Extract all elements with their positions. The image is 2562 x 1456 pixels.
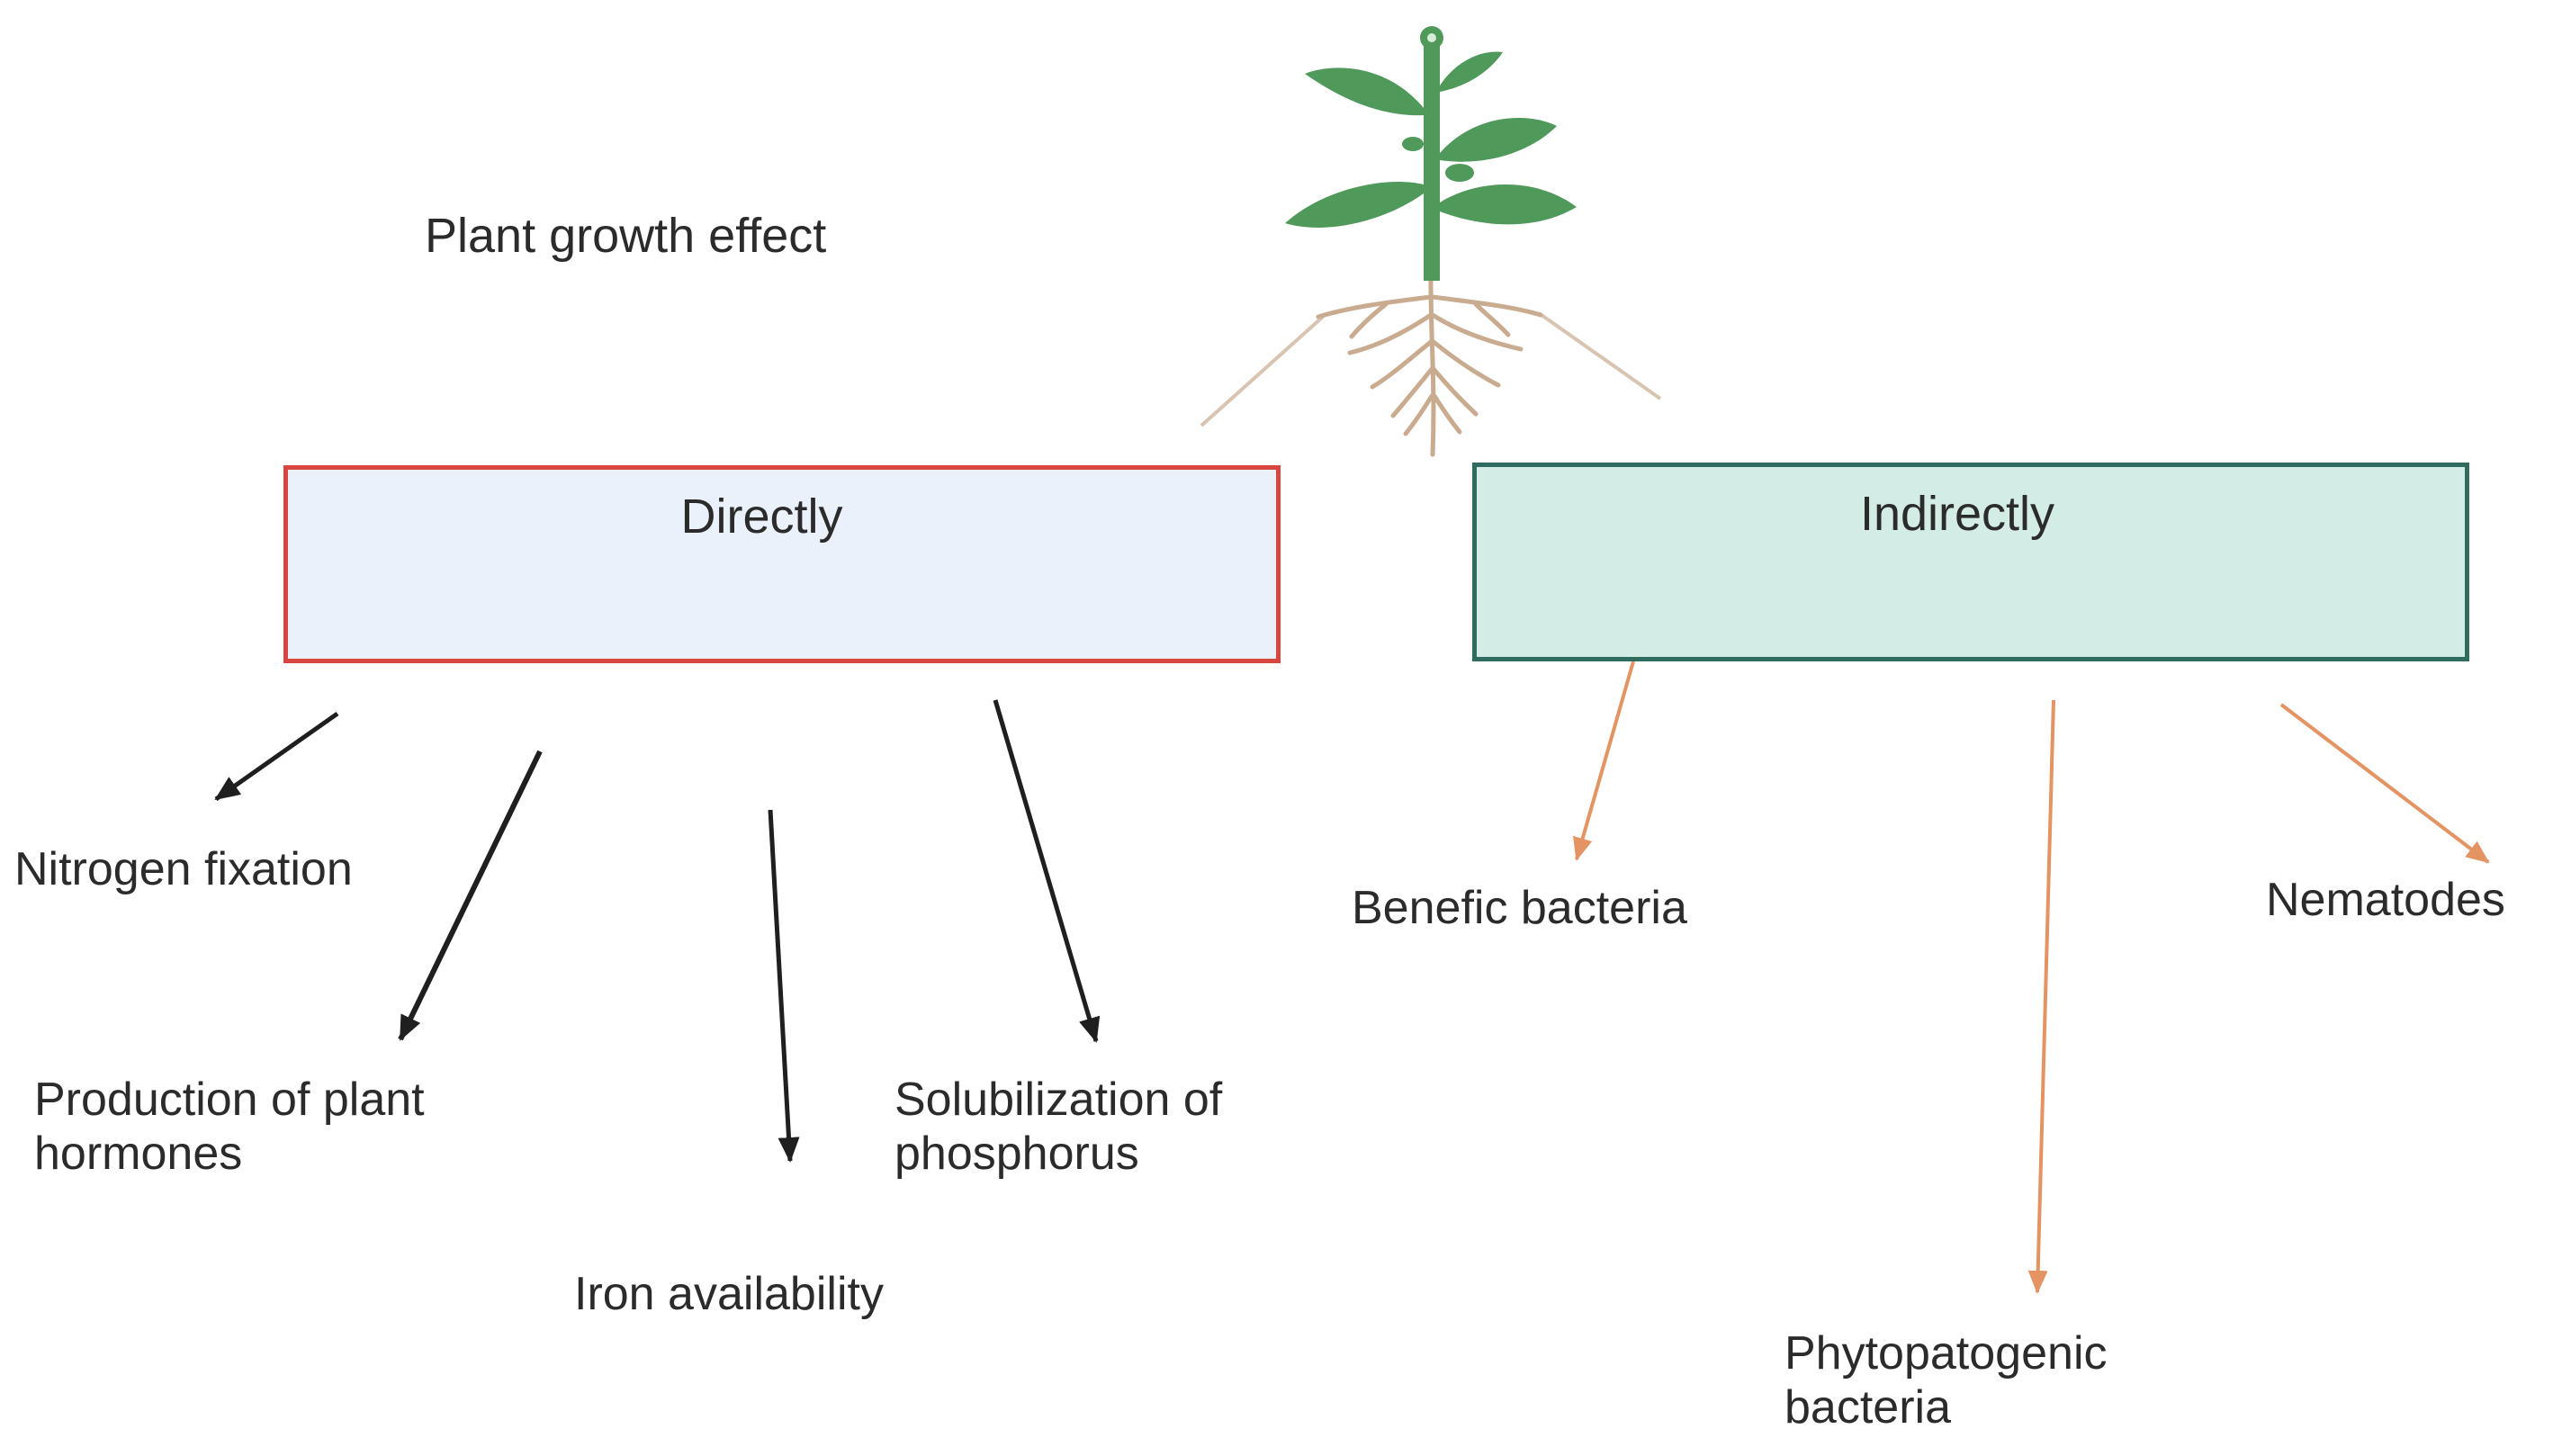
item-phytopatogenic-bacteria: Phytopatogenic bacteria — [1784, 1326, 2108, 1434]
arrow-benefic-bacteria — [1573, 661, 1635, 861]
item-plant-hormones: Production of plant hormones — [34, 1073, 425, 1181]
item-line: Benefic bacteria — [1352, 882, 1687, 934]
plant-icon — [1200, 26, 1662, 457]
item-line: Solubilization of — [894, 1074, 1223, 1126]
item-nitrogen-fixation: Nitrogen fixation — [14, 842, 353, 896]
item-line: bacteria — [1784, 1381, 1951, 1434]
arrow-phosphorus — [993, 699, 1101, 1043]
item-line: Production of plant — [34, 1074, 425, 1126]
directly-label: Directly — [680, 490, 843, 544]
item-line: Iron availability — [574, 1268, 884, 1320]
indirectly-label: Indirectly — [1859, 487, 2055, 541]
direct-arrows — [214, 699, 1101, 1163]
indirectly-box: Indirectly — [1472, 463, 2469, 661]
arrow-iron-availability — [768, 809, 800, 1163]
item-nematodes: Nematodes — [2266, 873, 2505, 927]
item-line: hormones — [34, 1128, 243, 1180]
item-benefic-bacteria: Benefic bacteria — [1352, 881, 1687, 935]
arrow-plant-hormones — [398, 750, 543, 1041]
item-line: Phytopatogenic — [1784, 1327, 2108, 1380]
item-line: Nematodes — [2266, 874, 2505, 926]
arrow-nitrogen-fixation — [214, 711, 339, 802]
directly-box: Directly — [283, 465, 1281, 663]
arrow-phytopatogenic-bacteria — [2027, 699, 2055, 1294]
item-line: Nitrogen fixation — [14, 843, 353, 895]
indirect-arrows — [1573, 661, 2490, 1294]
arrow-nematodes — [2279, 703, 2490, 864]
item-phosphorus: Solubilization of phosphorus — [894, 1073, 1222, 1181]
diagram-title: Plant growth effect — [425, 209, 827, 263]
item-iron-availability: Iron availability — [574, 1267, 884, 1321]
item-line: phosphorus — [894, 1128, 1139, 1180]
